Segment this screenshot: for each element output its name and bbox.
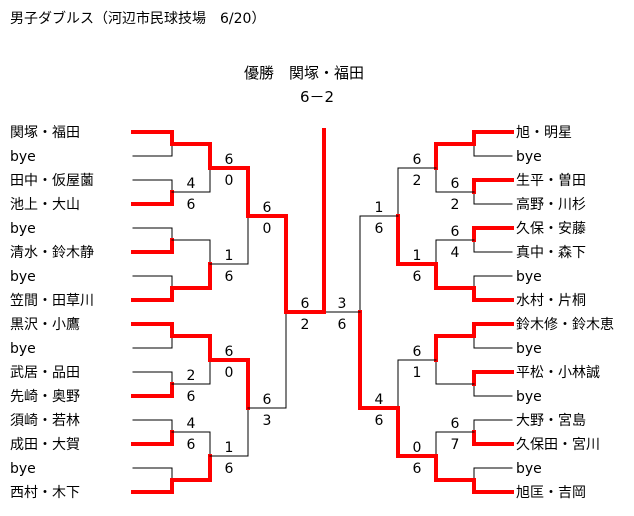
team-name: 清水・鈴木静 <box>10 245 94 261</box>
score-bottom: 2 <box>301 317 310 333</box>
score-top: 3 <box>338 296 347 312</box>
score-bottom: 6 <box>375 221 384 237</box>
bye-entry: bye <box>516 149 542 165</box>
team-name: 久保・安藤 <box>516 221 586 237</box>
score-top: 6 <box>225 152 234 168</box>
score-top: 1 <box>225 440 234 456</box>
team-name: 久保田・宮川 <box>516 437 600 453</box>
team-name: 田中・仮屋薗 <box>10 173 94 189</box>
score-bottom: 6 <box>225 461 234 477</box>
score-bottom: 7 <box>451 437 460 453</box>
bye-entry: bye <box>10 149 36 165</box>
score-bottom: 1 <box>413 365 422 381</box>
score-bottom: 0 <box>225 173 234 189</box>
team-name: 鈴木修・鈴木恵 <box>516 317 614 333</box>
team-name: 池上・大山 <box>10 197 80 213</box>
score-top: 4 <box>187 176 196 192</box>
final-score: 6－2 <box>300 88 335 106</box>
score-bottom: 6 <box>225 269 234 285</box>
bye-entry: bye <box>10 221 36 237</box>
score-top: 6 <box>263 200 272 216</box>
score-bottom: 0 <box>263 221 272 237</box>
score-top: 4 <box>375 392 384 408</box>
score-bottom: 2 <box>451 197 460 213</box>
bye-entry: bye <box>516 269 542 285</box>
team-name: 成田・大賀 <box>10 437 80 453</box>
score-bottom: 6 <box>187 197 196 213</box>
score-bottom: 4 <box>451 245 460 261</box>
score-top: 6 <box>451 224 460 240</box>
team-name: 水村・片桐 <box>516 293 586 309</box>
score-bottom: 3 <box>263 413 272 429</box>
team-name: 大野・宮島 <box>516 413 586 429</box>
score-top: 2 <box>187 368 196 384</box>
score-top: 6 <box>263 392 272 408</box>
score-top: 6 <box>451 176 460 192</box>
bye-entry: bye <box>10 341 36 357</box>
team-name: 旭・明星 <box>516 125 572 141</box>
score-bottom: 6 <box>413 461 422 477</box>
score-top: 0 <box>413 440 422 456</box>
bye-entry: bye <box>10 269 36 285</box>
bye-entry: bye <box>10 461 36 477</box>
team-name: 笠間・田草川 <box>10 293 94 309</box>
team-name: 旭匡・吉岡 <box>516 485 586 501</box>
bye-entry: bye <box>516 389 542 405</box>
team-name: 先崎・奥野 <box>10 388 80 405</box>
score-bottom: 6 <box>187 437 196 453</box>
score-top: 1 <box>225 248 234 264</box>
team-name: 須崎・若林 <box>10 413 80 429</box>
team-name: 平松・小林誠 <box>516 365 600 381</box>
score-bottom: 6 <box>413 269 422 285</box>
score-top: 6 <box>301 296 310 312</box>
score-bottom: 0 <box>225 365 234 381</box>
team-name: 生平・曽田 <box>516 173 586 189</box>
score-bottom: 6 <box>338 317 347 333</box>
score-bottom: 2 <box>413 173 422 189</box>
team-name: 黒沢・小鷹 <box>10 317 80 333</box>
page-title: 男子ダブルス（河辺市民球技場 6/20） <box>10 11 266 27</box>
champion-label: 優勝 関塚・福田 <box>244 64 365 82</box>
bye-entry: bye <box>516 341 542 357</box>
score-top: 6 <box>225 344 234 360</box>
score-bottom: 6 <box>375 413 384 429</box>
score-bottom: 6 <box>187 389 196 405</box>
score-top: 1 <box>375 200 384 216</box>
score-top: 4 <box>187 416 196 432</box>
score-top: 1 <box>413 248 422 264</box>
bye-entry: bye <box>516 461 542 477</box>
score-top: 6 <box>451 416 460 432</box>
team-name: 高野・川杉 <box>516 196 586 213</box>
team-name: 西村・木下 <box>10 485 80 501</box>
score-top: 6 <box>413 152 422 168</box>
team-name: 武居・品田 <box>10 365 80 381</box>
score-top: 6 <box>413 344 422 360</box>
team-name: 関塚・福田 <box>10 125 80 141</box>
team-name: 真中・森下 <box>516 245 586 261</box>
